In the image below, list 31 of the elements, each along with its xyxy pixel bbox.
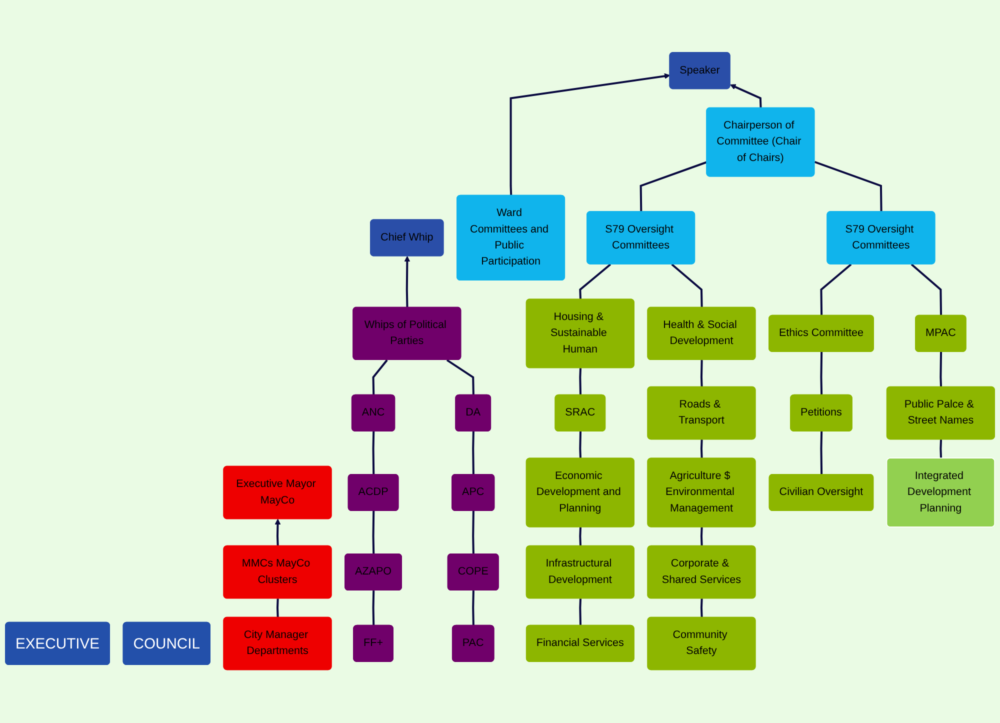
connector xyxy=(472,511,474,555)
connector xyxy=(700,440,703,459)
connector xyxy=(276,599,279,618)
connector xyxy=(372,590,375,626)
connector xyxy=(820,264,852,316)
connector xyxy=(671,264,703,308)
connector xyxy=(372,432,375,476)
connector xyxy=(820,352,823,396)
connector xyxy=(446,360,474,396)
connector xyxy=(940,352,942,388)
arrow xyxy=(274,519,281,547)
connector xyxy=(814,161,882,212)
connector xyxy=(472,590,474,626)
arrow xyxy=(730,84,762,108)
connector xyxy=(700,360,703,388)
connector xyxy=(940,440,942,459)
connector xyxy=(820,432,823,476)
connector xyxy=(700,528,703,547)
arrow xyxy=(510,74,670,196)
connector xyxy=(579,264,612,300)
arrow xyxy=(404,256,410,308)
connector xyxy=(700,599,703,618)
connector xyxy=(372,360,388,396)
connector xyxy=(579,599,582,626)
connector xyxy=(579,368,582,396)
connector xyxy=(472,432,474,476)
connector xyxy=(640,162,708,212)
connector xyxy=(579,432,582,459)
connector xyxy=(372,511,375,555)
connector xyxy=(579,528,582,547)
connector xyxy=(910,264,942,316)
